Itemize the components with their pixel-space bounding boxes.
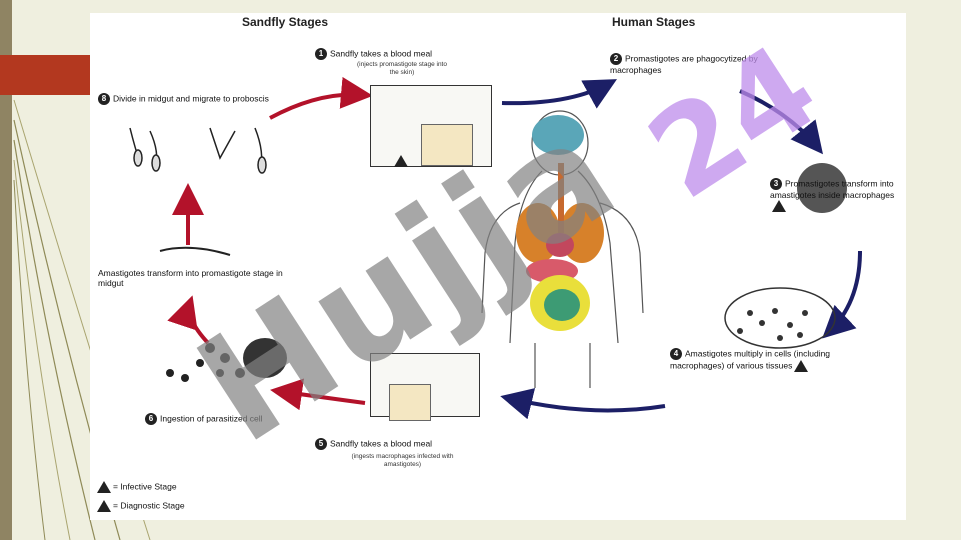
accent-block bbox=[0, 55, 90, 95]
step-1-number: 1 bbox=[315, 48, 327, 60]
step-6-number: 6 bbox=[145, 413, 157, 425]
sandfly-bite-inset-5 bbox=[370, 353, 480, 421]
blood-inset-5 bbox=[389, 384, 431, 421]
step-7: Amastigotes transform into promastigote … bbox=[98, 268, 298, 288]
infective-stage-icon bbox=[97, 481, 111, 493]
sandfly-stages-header: Sandfly Stages bbox=[242, 15, 329, 29]
human-figure bbox=[481, 110, 644, 388]
arrow-5-to-6 bbox=[270, 378, 366, 411]
legend-infective: = Infective Stage bbox=[95, 481, 177, 493]
step-8-text: Divide in midgut and migrate to probosci… bbox=[113, 93, 269, 104]
sidebar-bar bbox=[0, 0, 12, 540]
diagnostic-stage-icon bbox=[772, 200, 786, 212]
sandfly-bite-inset-1 bbox=[370, 85, 492, 167]
tissue-amastigotes bbox=[737, 308, 808, 341]
midgut-promastigote bbox=[159, 246, 231, 256]
step-7-text: Amastigotes transform into promastigote … bbox=[98, 268, 283, 288]
step-1-text: Sandfly takes a blood meal bbox=[330, 48, 433, 59]
step-4-number: 4 bbox=[670, 348, 682, 360]
step-2-number: 2 bbox=[610, 53, 622, 65]
diagnostic-stage-icon bbox=[97, 500, 111, 512]
arrow-4-to-5 bbox=[500, 388, 666, 420]
arrow-2-to-3 bbox=[739, 89, 823, 155]
step-6-text: Ingestion of parasitized cell bbox=[160, 413, 263, 424]
cycle-arrows bbox=[129, 76, 862, 420]
legend-diagnostic: = Diagnostic Stage bbox=[95, 500, 185, 512]
brain bbox=[532, 115, 584, 155]
intestines-inner bbox=[544, 289, 580, 321]
arrow-8-to-1 bbox=[269, 76, 373, 120]
step-4-text: Amastigotes multiply in cells (including… bbox=[670, 348, 831, 371]
promastigote-sketches bbox=[129, 127, 267, 174]
step-5-number: 5 bbox=[315, 438, 327, 450]
arrow-1-to-2 bbox=[501, 79, 618, 109]
macrophage-cell bbox=[797, 163, 847, 213]
step-3-text: Promastigotes transform into amastigotes… bbox=[770, 178, 895, 200]
amastigote-cluster bbox=[166, 338, 287, 382]
tissue-cell bbox=[724, 287, 836, 349]
skin-inset-1 bbox=[421, 124, 473, 166]
diagnostic-stage-icon bbox=[794, 360, 809, 372]
arrow-6-to-7 bbox=[167, 295, 210, 345]
human-stages-header: Human Stages bbox=[612, 15, 696, 29]
step-8-number: 8 bbox=[98, 93, 110, 105]
step-5-subtext: (ingests macrophages infected with amast… bbox=[351, 453, 454, 468]
step-2-text: Promastigotes are phagocytized by macrop… bbox=[610, 53, 758, 75]
arrow-3-to-4 bbox=[822, 250, 862, 339]
step-5-text: Sandfly takes a blood meal bbox=[330, 438, 433, 449]
legend-diagnostic-text: = Diagnostic Stage bbox=[113, 500, 185, 511]
infective-marker-1 bbox=[392, 155, 410, 167]
infective-stage-icon bbox=[394, 155, 408, 167]
heart bbox=[546, 233, 574, 257]
step-1-subtext: (injects promastigote stage into the ski… bbox=[357, 61, 447, 76]
legend-infective-text: = Infective Stage bbox=[113, 481, 177, 492]
step-3-number: 3 bbox=[770, 178, 782, 190]
